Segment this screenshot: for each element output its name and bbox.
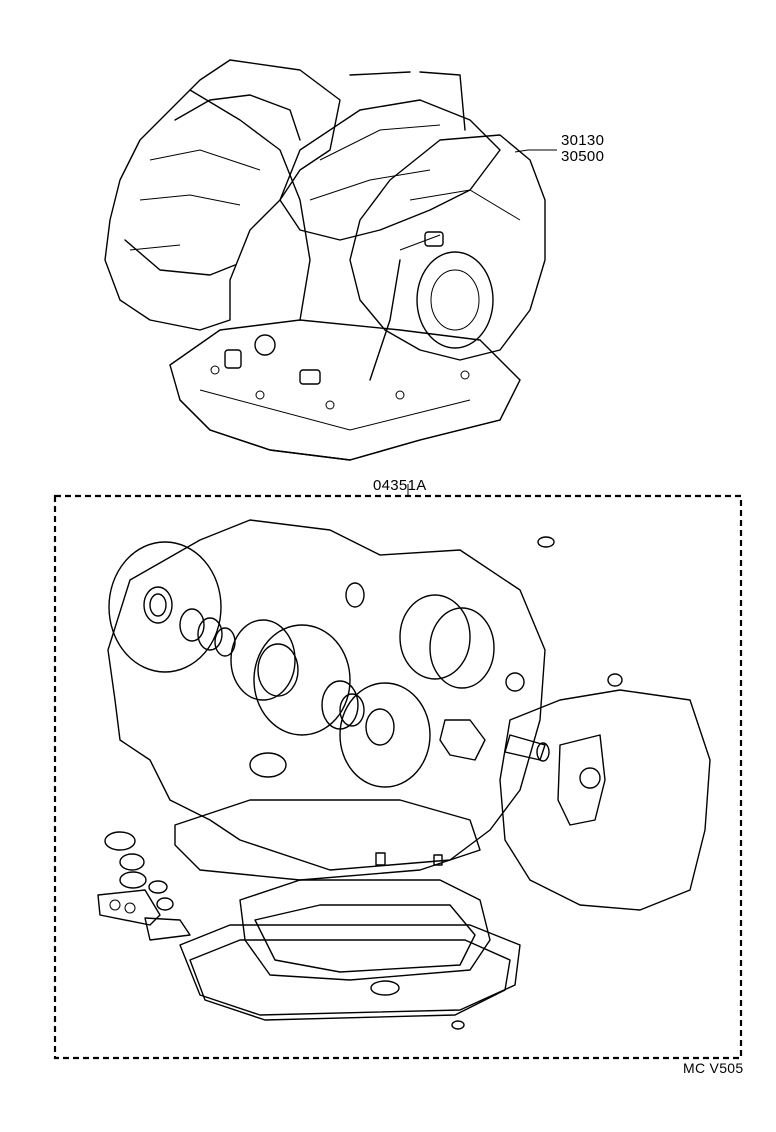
gasket-kit-part-number: 04351A — [373, 477, 427, 494]
figure-code: MC V505 — [683, 1060, 744, 1076]
assembly-leader-line — [514, 149, 557, 153]
gasket-kit-boundary — [53, 494, 743, 1060]
assembly-part-number-2: 30500 — [561, 148, 605, 165]
transaxle-assembly-drawing — [104, 59, 546, 461]
gasket-kit-drawing — [97, 519, 711, 1030]
assembly-part-number-1: 30130 — [561, 132, 605, 149]
